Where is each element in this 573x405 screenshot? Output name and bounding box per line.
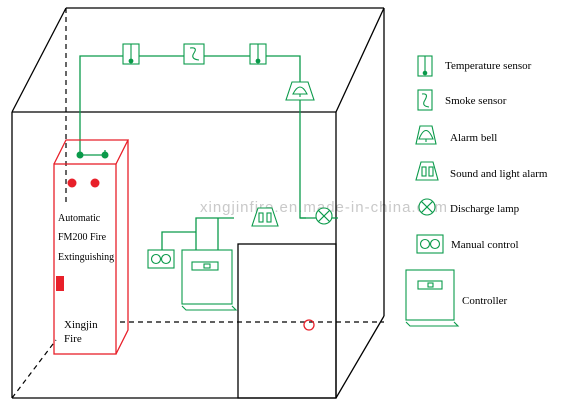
legend-label: Alarm bell xyxy=(450,132,497,144)
legend-label: Controller xyxy=(462,295,508,307)
ceiling-temperature-sensor-2 xyxy=(249,43,267,65)
cabinet-label-line2: FM200 Fire xyxy=(58,232,107,243)
alarm-bell-icon xyxy=(415,125,437,145)
fm200-cabinet: Automatic FM200 Fire Extinguishing Xingj… xyxy=(53,139,130,355)
room-controller xyxy=(181,249,238,311)
controller-icon xyxy=(405,269,460,327)
legend-sound-light-alarm: Sound and light alarm xyxy=(415,161,548,181)
legend-temperature-sensor: Temperature sensor xyxy=(417,55,532,77)
legend-label: Sound and light alarm xyxy=(450,168,548,180)
legend-manual-control: Manual control xyxy=(416,234,519,254)
smoke-sensor-icon xyxy=(417,89,433,111)
legend-label: Discharge lamp xyxy=(450,203,520,215)
legend-label: Temperature sensor xyxy=(445,60,532,72)
cabinet-indicator-1 xyxy=(67,178,77,188)
door-alarm-indicator xyxy=(303,319,315,331)
cabinet-indicator-2 xyxy=(90,178,100,188)
legend-smoke-sensor: Smoke sensor xyxy=(417,89,507,111)
manual-control-icon xyxy=(416,234,444,254)
cabinet-brand-line1: Xingjin xyxy=(64,319,98,331)
wall-discharge-lamp xyxy=(315,207,333,225)
discharge-lamp-icon xyxy=(418,198,436,216)
wall-manual-control xyxy=(147,249,175,269)
legend-controller: Controller xyxy=(405,269,508,327)
wall-sound-light-alarm xyxy=(251,207,279,227)
ceiling-smoke-sensor xyxy=(183,43,205,65)
temperature-sensor-icon xyxy=(417,55,433,77)
legend-label: Manual control xyxy=(451,239,519,251)
legend-discharge-lamp: Discharge lamp xyxy=(418,198,520,216)
sound-light-alarm-icon xyxy=(415,161,439,181)
cabinet-release-handle xyxy=(56,276,64,291)
legend-alarm-bell: Alarm bell xyxy=(415,125,497,145)
cabinet-label-line3: Extinguishing xyxy=(58,252,114,263)
cabinet-brand-line2: Fire xyxy=(64,333,82,345)
legend-label: Smoke sensor xyxy=(445,95,507,107)
door xyxy=(237,243,337,399)
legend: Temperature sensor Smoke sensor Alarm be… xyxy=(405,55,548,327)
ceiling-temperature-sensor-1 xyxy=(122,43,140,65)
cabinet-label-line1: Automatic xyxy=(58,213,101,224)
wall-alarm-bell xyxy=(285,81,315,101)
